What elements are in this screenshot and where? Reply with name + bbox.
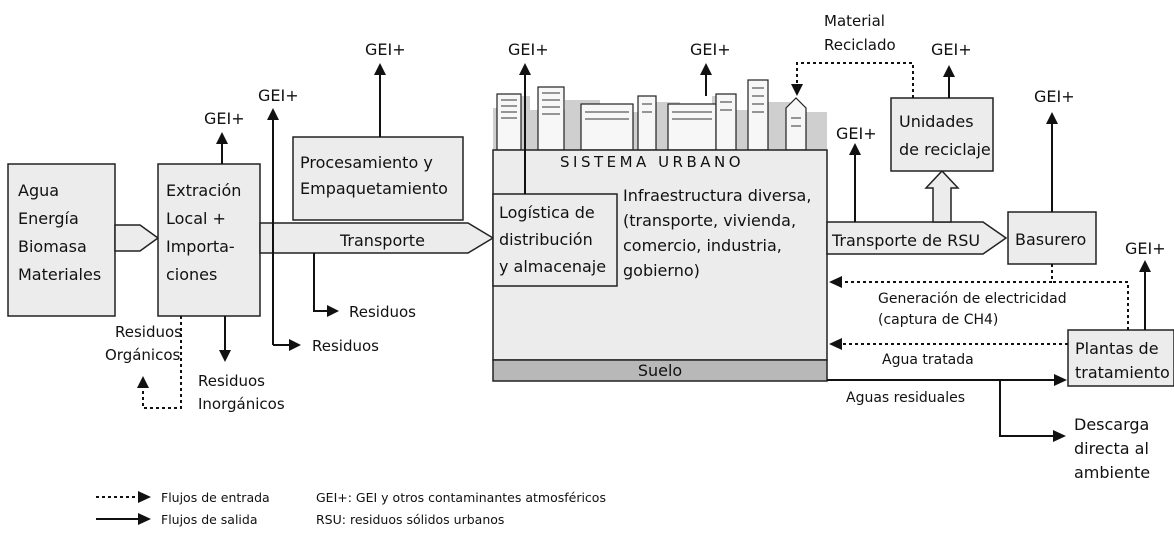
direct-discharge-line-2: directa al (1074, 439, 1149, 458)
ghg-label-msw-transport: GEI+ (836, 124, 877, 143)
electricity-line-1: Generación de electricidad (878, 291, 1067, 307)
direct-discharge-line-3: ambiente (1074, 463, 1150, 482)
waste-arrow-transport: Residuos (273, 337, 379, 355)
ghg-label-processing: GEI+ (365, 40, 406, 59)
legend-output-flows: Flujos de salida (161, 512, 258, 527)
infrastructure-line-3: comercio, industria, (623, 236, 782, 255)
ghg-label-dump: GEI+ (1034, 87, 1075, 106)
logistics-line-2: distribución (499, 230, 593, 249)
soil-label: Suelo (638, 361, 682, 380)
inputs-line-2: Energía (18, 209, 79, 228)
extraction-line-2: Local + (166, 209, 226, 228)
extraction-line-3: Importa- (166, 237, 235, 256)
ghg-arrow-logistics: GEI+ (508, 40, 549, 194)
ghg-label-extraction: GEI+ (204, 109, 245, 128)
waste-label-processing: Residuos (349, 303, 416, 321)
infrastructure-line-1: Infraestructura diversa, (623, 186, 811, 205)
logistics-box: Logística de distribución y almacenaje (492, 193, 618, 287)
inorganic-waste-line-2: Inorgánicos (198, 395, 285, 413)
urban-system-title: SISTEMA URBANO (560, 153, 744, 171)
inputs-line-1: Agua (18, 181, 59, 200)
extraction-box: Extración Local + Importa- ciones (157, 163, 261, 317)
legend-ghg-definition: GEI+: GEI y otros contaminantes atmosfér… (316, 490, 606, 505)
treated-water-flow: Agua tratada (829, 338, 1068, 368)
electricity-line-2: (captura de CH4) (878, 312, 998, 328)
ghg-arrow-recycling: GEI+ (931, 40, 972, 98)
transport-label: Transporte (339, 231, 425, 250)
ghg-arrow-dump: GEI+ (1034, 87, 1075, 212)
msw-transport-arrow: Transporte de RSU (826, 221, 1008, 255)
ghg-arrow-city: GEI+ (690, 40, 731, 96)
waste-arrow-processing: Residuos (313, 253, 416, 321)
ghg-label-logistics: GEI+ (508, 40, 549, 59)
treatment-box: Plantas de tratamiento (1067, 329, 1174, 387)
organic-waste-flow: Residuos Orgánicos (105, 316, 182, 409)
inputs-line-3: Biomasa (18, 237, 87, 256)
treated-water-label: Agua tratada (882, 352, 974, 368)
to-recycling-arrow (924, 169, 960, 223)
ghg-label-recycling: GEI+ (931, 40, 972, 59)
processing-line-1: Procesamiento y (300, 153, 433, 172)
msw-transport-label: Transporte de RSU (831, 231, 980, 250)
treatment-line-2: tratamiento (1075, 363, 1170, 382)
ghg-arrow-processing: GEI+ (365, 40, 406, 137)
dump-label: Basurero (1015, 230, 1086, 249)
recycling-box: Unidades de reciclaje (890, 97, 994, 172)
direct-discharge-flow: Descarga directa al ambiente (999, 380, 1150, 482)
extraction-line-4: ciones (166, 265, 217, 284)
infrastructure-line-4: gobierno) (623, 261, 700, 280)
soil-bar: Suelo (492, 359, 828, 382)
direct-discharge-line-1: Descarga (1074, 415, 1149, 434)
inorganic-waste-line-1: Residuos (198, 372, 265, 390)
inputs-box: Agua Energía Biomasa Materiales (7, 163, 116, 317)
logistics-line-1: Logística de (499, 203, 595, 222)
infrastructure-text: Infraestructura diversa, (transporte, vi… (623, 186, 811, 280)
inputs-to-extraction-arrow (114, 224, 160, 252)
recycled-material-line-2: Reciclado (824, 36, 896, 54)
legend-msw-definition: RSU: residuos sólidos urbanos (316, 512, 504, 527)
processing-line-2: Empaquetamiento (300, 179, 448, 198)
urban-system-box: SISTEMA URBANO (492, 149, 828, 361)
recycling-line-2: de reciclaje (899, 140, 991, 159)
legend: Flujos de entrada Flujos de salida GEI+:… (96, 490, 606, 527)
inputs-line-4: Materiales (18, 265, 101, 284)
organic-waste-line-1: Residuos (115, 323, 182, 341)
infrastructure-line-2: (transporte, vivienda, (623, 211, 796, 230)
ghg-arrow-extraction: GEI+ (204, 109, 245, 164)
dump-box: Basurero (1007, 211, 1097, 265)
organic-waste-line-2: Orgánicos (105, 346, 181, 364)
recycling-line-1: Unidades (899, 112, 974, 131)
treatment-line-1: Plantas de (1075, 339, 1159, 358)
city-skyline (493, 79, 827, 151)
ghg-label-city: GEI+ (690, 40, 731, 59)
waste-label-transport: Residuos (312, 337, 379, 355)
recycled-material-line-1: Material (824, 12, 885, 30)
recycled-material-flow: Material Reciclado (791, 12, 914, 98)
processing-box: Procesamiento y Empaquetamiento (292, 136, 464, 221)
ghg-arrow-msw-transport: GEI+ (836, 124, 877, 222)
ghg-arrow-treatment: GEI+ (1125, 239, 1166, 330)
ghg-label-transport: GEI+ (258, 86, 299, 105)
ghg-arrow-transport: GEI+ (258, 86, 299, 345)
transport-arrow: Transporte (259, 222, 495, 254)
legend-input-flows: Flujos de entrada (161, 490, 270, 505)
ghg-label-treatment: GEI+ (1125, 239, 1166, 258)
wastewater-flow: Aguas residuales (827, 374, 1067, 406)
electricity-flow: Generación de electricidad (captura de C… (829, 264, 1129, 330)
logistics-line-3: y almacenaje (499, 257, 606, 276)
waste-arrow-extraction-down: Residuos Inorgánicos (198, 316, 285, 413)
wastewater-label: Aguas residuales (846, 390, 965, 406)
extraction-line-1: Extración (166, 181, 241, 200)
